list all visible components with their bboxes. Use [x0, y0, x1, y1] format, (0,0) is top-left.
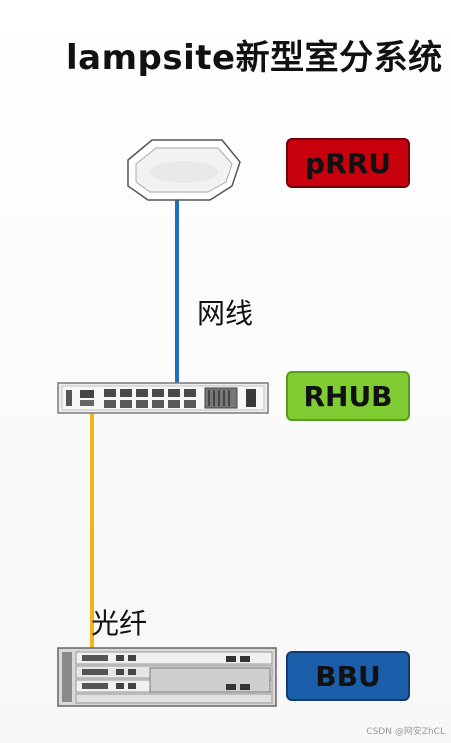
- bbu-device: [57, 647, 277, 707]
- optical-fiber-label: 光纤: [91, 607, 148, 640]
- page-title: lampsite新型室分系统: [66, 38, 443, 78]
- rhub-device: [57, 382, 269, 414]
- prru-badge: pRRU: [286, 138, 410, 188]
- network-cable-label: 网线: [197, 297, 254, 330]
- rhub-badge: RHUB: [286, 371, 410, 421]
- bbu-badge: BBU: [286, 651, 410, 701]
- watermark: CSDN @网安ZhCL: [366, 727, 445, 737]
- prru-device: [127, 139, 241, 201]
